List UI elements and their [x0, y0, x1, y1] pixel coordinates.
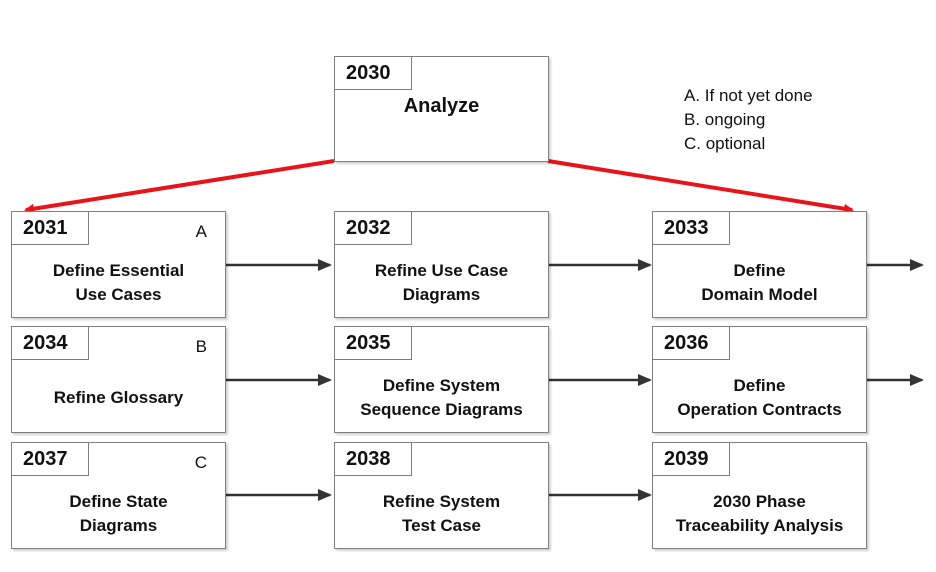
box-label: 2030 Phase Traceability Analysis [675, 491, 844, 535]
box-2037: 2037 C Define State Diagrams [11, 442, 226, 549]
box-label: Analyze [403, 95, 480, 117]
box-number: 2031 [11, 211, 89, 245]
red-arrow-left [24, 159, 335, 214]
box-2038: 2038 Refine System Test Case [334, 442, 549, 549]
box-label: Refine Use Case Diagrams [374, 260, 509, 304]
legend: A. If not yet done B. ongoing C. optiona… [684, 84, 813, 156]
box-tag: B [195, 337, 207, 356]
box-number: 2034 [11, 326, 89, 360]
box-number: 2037 [11, 442, 89, 476]
box-2031: 2031 A Define Essential Use Cases [11, 211, 226, 318]
box-2032: 2032 Refine Use Case Diagrams [334, 211, 549, 318]
box-number: 2038 [334, 442, 412, 476]
box-label: Define Domain Model [701, 260, 818, 304]
box-tag: A [195, 222, 207, 241]
box-label: Define System Sequence Diagrams [360, 375, 523, 419]
box-number: 2036 [652, 326, 730, 360]
box-label: Refine Glossary [53, 387, 184, 407]
box-label: Refine System Test Case [382, 491, 501, 535]
box-number: 2032 [334, 211, 412, 245]
box-2039: 2039 2030 Phase Traceability Analysis [652, 442, 867, 549]
box-number: 2039 [652, 442, 730, 476]
box-2033: 2033 Define Domain Model [652, 211, 867, 318]
box-2035: 2035 Define System Sequence Diagrams [334, 326, 549, 433]
red-arrow-right [547, 159, 854, 214]
box-2036: 2036 Define Operation Contracts [652, 326, 867, 433]
box-label: Define State Diagrams [69, 491, 168, 535]
box-number: 2035 [334, 326, 412, 360]
box-label: Define Operation Contracts [677, 375, 842, 419]
box-2034: 2034 B Refine Glossary [11, 326, 226, 433]
box-number: 2030 [334, 56, 412, 90]
box-number: 2033 [652, 211, 730, 245]
legend-item-b: B. ongoing [684, 110, 766, 129]
box-2030: 2030 Analyze [334, 56, 549, 162]
box-label: Define Essential Use Cases [52, 260, 185, 304]
box-tag: C [194, 453, 207, 472]
legend-item-a: A. If not yet done [684, 86, 813, 105]
legend-item-c: C. optional [684, 134, 766, 153]
